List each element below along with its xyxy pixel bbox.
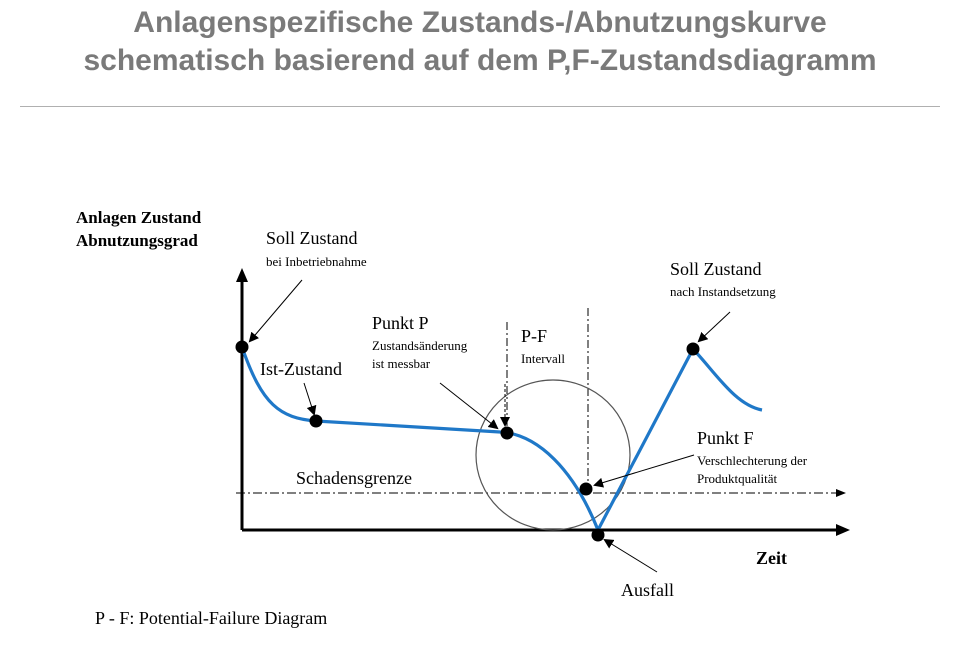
y-axis-arrow: [236, 268, 248, 282]
pf-circle: [475, 379, 631, 531]
condition-curve: [240, 346, 763, 532]
title-line-1: Anlagenspezifische Zustands-/Abnutzungsk…: [133, 6, 827, 39]
punkt-p-title: Punkt P: [372, 313, 429, 333]
arrow-soll-repair: [697, 311, 731, 343]
punkt-f-title: Punkt F: [697, 428, 754, 448]
arrow-ausfall: [603, 538, 658, 573]
x-axis-arrow: [836, 524, 850, 536]
ist-zustand-label: Ist-Zustand: [260, 359, 342, 379]
title-divider: [20, 106, 940, 107]
punkt-p-sub-2: ist messbar: [372, 356, 431, 371]
arrow-ist-zustand: [303, 382, 317, 416]
page-title: Anlagenspezifische Zustands-/Abnutzungsk…: [0, 4, 960, 80]
y-axis-label-2: Abnutzungsgrad: [76, 231, 198, 250]
pf-sub: Intervall: [521, 351, 565, 366]
soll-zustand-start-sub: bei Inbetriebnahme: [266, 254, 367, 269]
soll-zustand-repair-title: Soll Zustand: [670, 259, 762, 279]
schadensgrenze-arrow: [836, 489, 846, 497]
pf-title: P-F: [521, 326, 547, 346]
punkt-f-sub-1: Verschlechterung der: [697, 453, 808, 468]
arrow-soll-start: [248, 279, 303, 343]
y-axis-label-1: Anlagen Zustand: [76, 208, 202, 227]
point-ausfall: [591, 528, 605, 542]
punkt-p-sub-1: Zustandsänderung: [372, 338, 468, 353]
punkt-f-sub-2: Produktqualität: [697, 471, 778, 486]
soll-zustand-repair-sub: nach Instandsetzung: [670, 284, 776, 299]
x-axis-label: Zeit: [756, 548, 787, 568]
title-line-2: schematisch basierend auf dem P,F-Zustan…: [83, 44, 877, 77]
footnote: P - F: Potential-Failure Diagram: [95, 608, 328, 628]
point-soll-zustand-repair: [686, 342, 700, 356]
point-f: [579, 482, 593, 496]
ausfall-label: Ausfall: [621, 580, 674, 600]
arrow-punkt-f: [593, 454, 695, 488]
point-soll-zustand-start: [235, 340, 249, 354]
schadensgrenze-label: Schadensgrenze: [296, 468, 412, 488]
soll-zustand-start-title: Soll Zustand: [266, 228, 358, 248]
point-p: [500, 426, 514, 440]
arrow-punkt-p: [439, 382, 499, 430]
point-ist-zustand: [309, 414, 323, 428]
